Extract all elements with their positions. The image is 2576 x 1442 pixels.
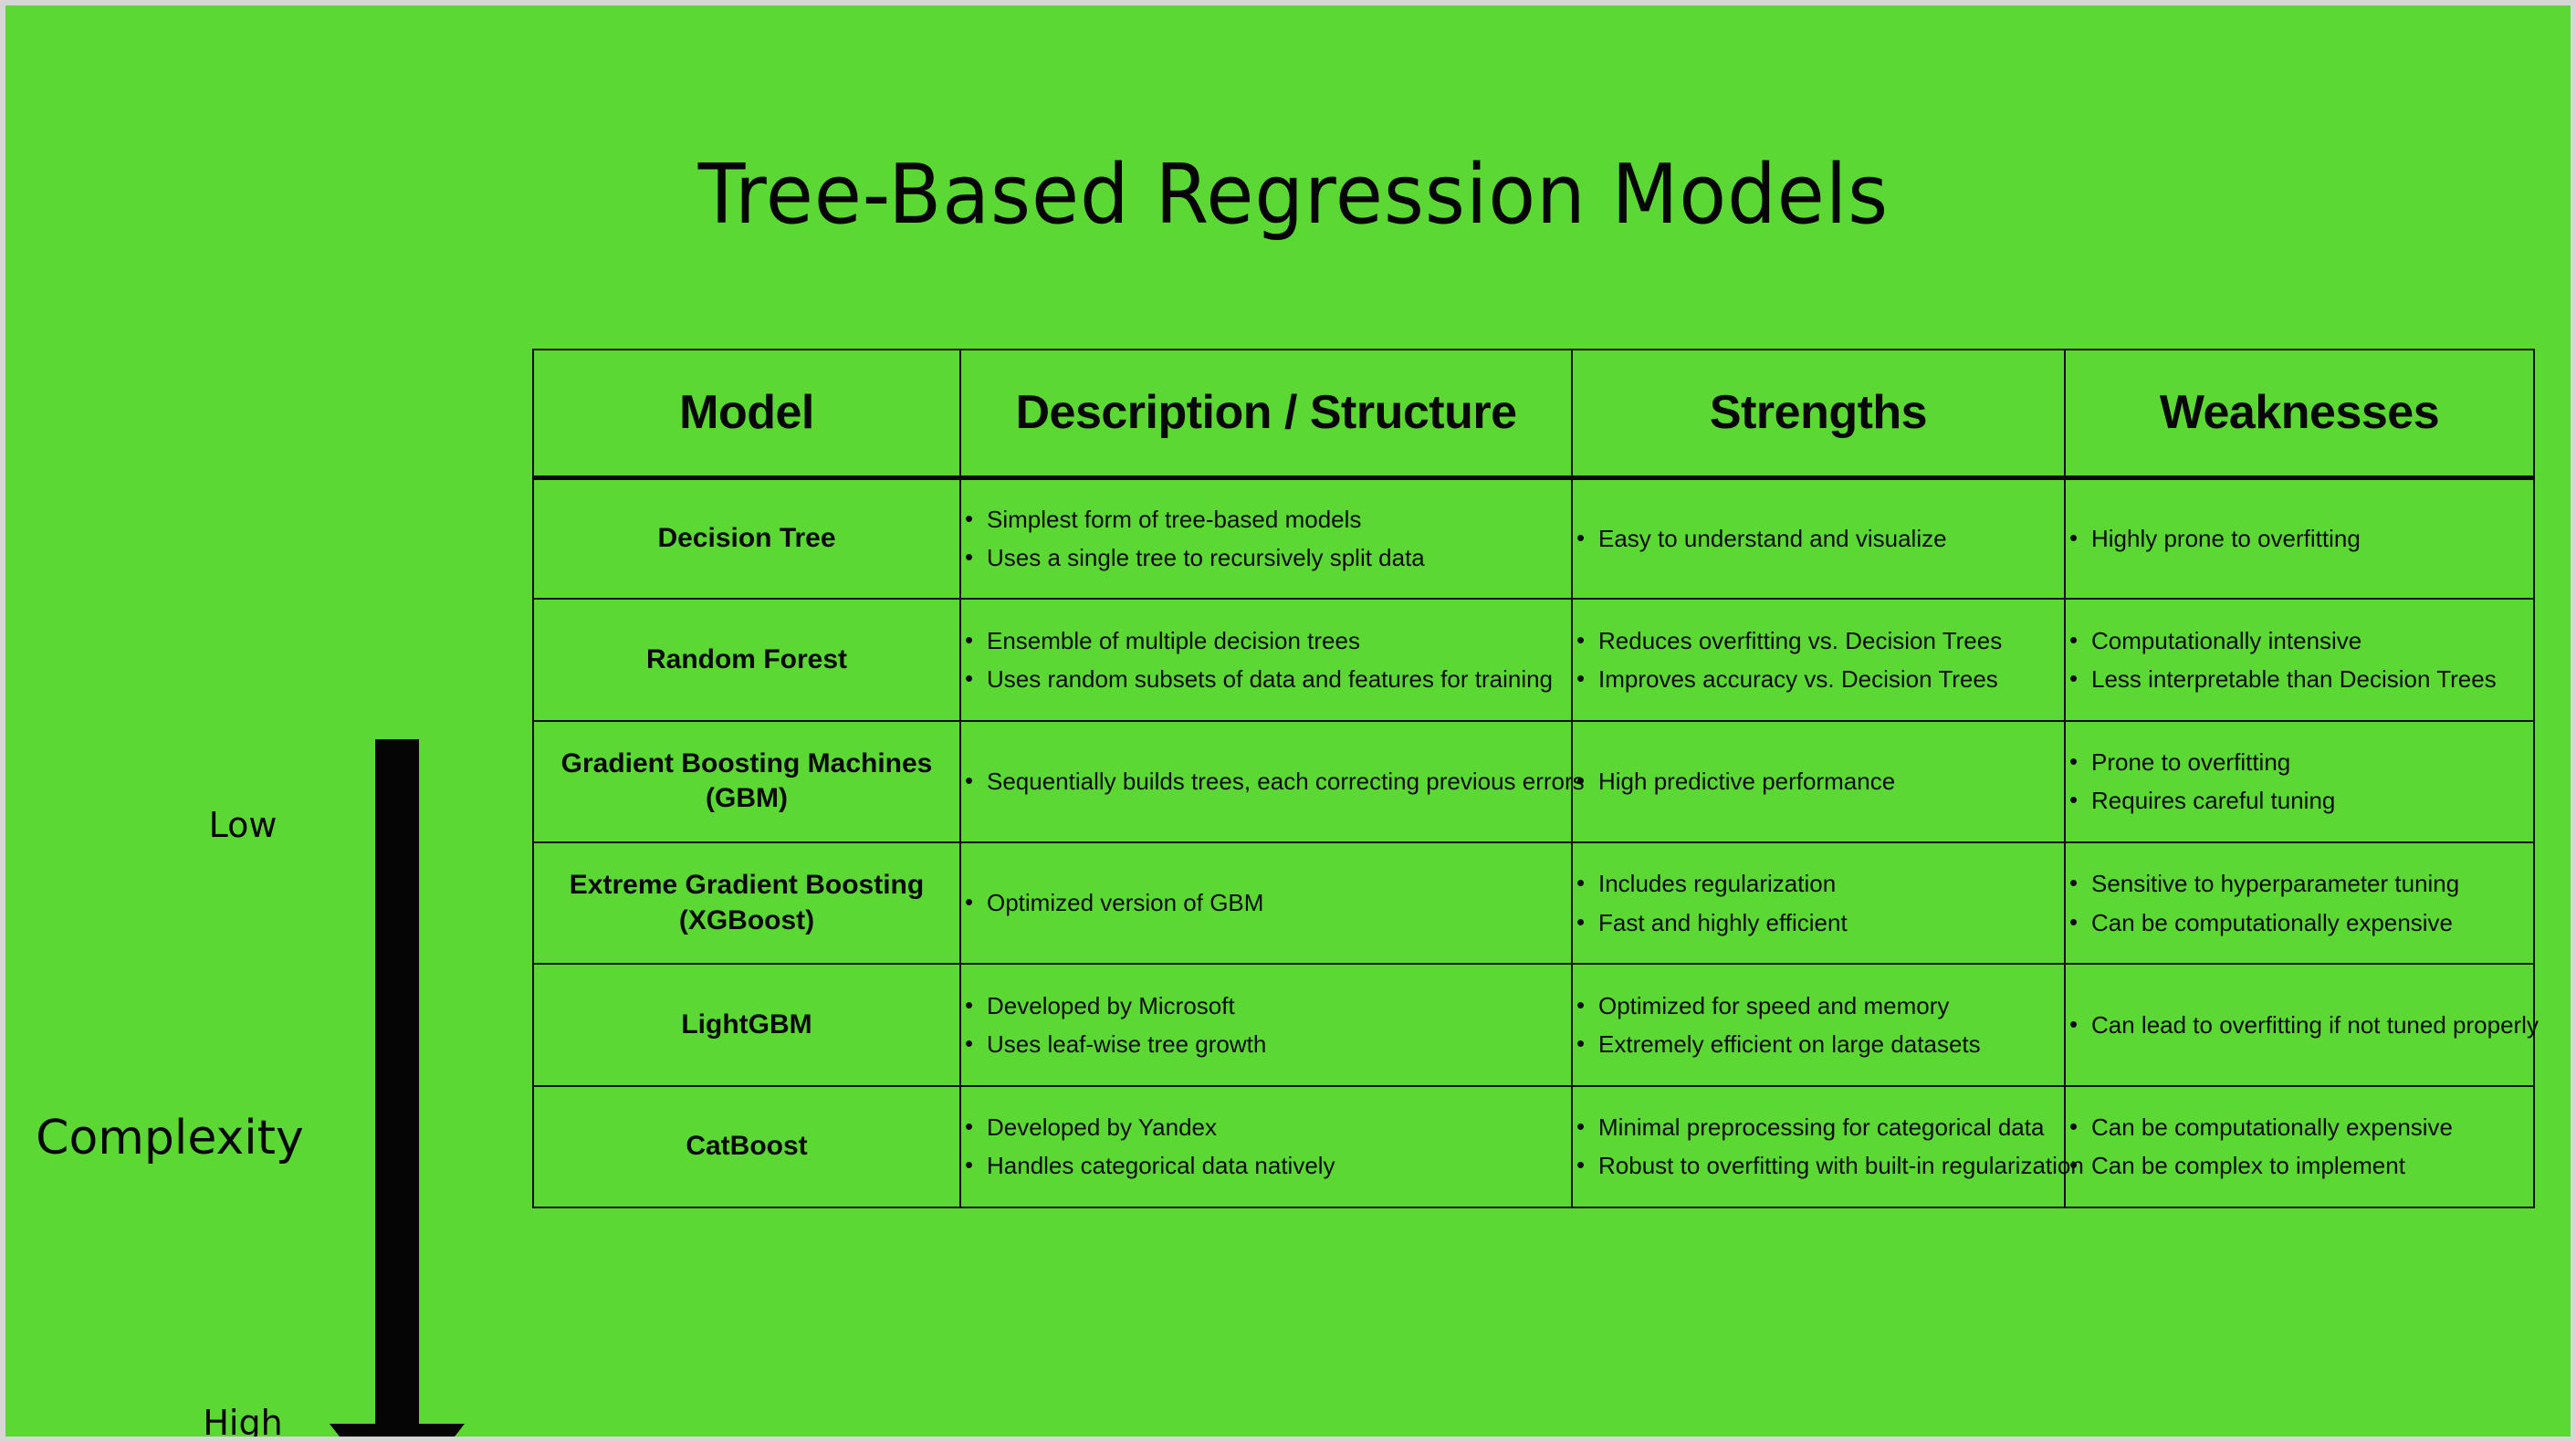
list-item: Can be computationally expensive — [2066, 903, 2533, 942]
list-item: Robust to overfitting with built-in regu… — [1573, 1145, 2084, 1185]
cell-model: CatBoost — [532, 1084, 961, 1209]
cell-model: LightGBM — [532, 963, 961, 1087]
models-table-wrapper: Model Description / Structure Strengths … — [532, 349, 2539, 1209]
list-item: Extremely efficient on large datasets — [1573, 1024, 2064, 1063]
cell-description: Optimized version of GBM — [959, 841, 1573, 966]
list-item: Less interpretable than Decision Trees — [2066, 659, 2533, 698]
description-list: Simplest form of tree-based modelsUses a… — [961, 499, 1571, 578]
weaknesses-list: Highly prone to overfitting — [2066, 518, 2533, 558]
weaknesses-list: Computationally intensiveLess interpreta… — [2066, 621, 2533, 699]
strengths-list: Easy to understand and visualize — [1573, 518, 2064, 558]
page-title: Tree-Based Regression Models — [697, 147, 1890, 243]
table-header: Model Description / Structure Strengths … — [532, 349, 2535, 480]
cell-description: Developed by MicrosoftUses leaf-wise tre… — [959, 963, 1573, 1087]
table-row: Decision TreeSimplest form of tree-based… — [532, 475, 2535, 601]
list-item: Uses leaf-wise tree growth — [961, 1024, 1571, 1063]
list-item: Sequentially builds trees, each correcti… — [961, 761, 1585, 800]
models-table: Model Description / Structure Strengths … — [532, 349, 2539, 1209]
list-item: Optimized for speed and memory — [1573, 986, 2064, 1025]
cell-weaknesses: Prone to overfittingRequires careful tun… — [2064, 719, 2535, 843]
cell-description: Ensemble of multiple decision treesUses … — [959, 598, 1573, 722]
cell-strengths: Includes regularizationFast and highly e… — [1571, 841, 2066, 966]
weaknesses-list: Can be computationally expensiveCan be c… — [2066, 1107, 2533, 1186]
list-item: Improves accuracy vs. Decision Trees — [1573, 659, 2064, 698]
list-item: Easy to understand and visualize — [1573, 518, 2064, 558]
cell-description: Simplest form of tree-based modelsUses a… — [959, 475, 1573, 601]
list-item: Handles categorical data natively — [961, 1145, 1571, 1185]
list-item: Uses a single tree to recursively split … — [961, 538, 1571, 577]
list-item: Can lead to overfitting if not tuned pro… — [2066, 1005, 2539, 1044]
list-item: Minimal preprocessing for categorical da… — [1573, 1107, 2064, 1146]
list-item: Computationally intensive — [2066, 621, 2533, 660]
table-row: Random ForestEnsemble of multiple decisi… — [532, 598, 2535, 722]
axis-label-low: Low — [208, 805, 277, 845]
cell-weaknesses: Sensitive to hyperparameter tuningCan be… — [2064, 841, 2535, 966]
table-body: Decision TreeSimplest form of tree-based… — [532, 475, 2539, 1209]
weaknesses-list: Prone to overfittingRequires careful tun… — [2066, 742, 2533, 820]
cell-weaknesses: Computationally intensiveLess interpreta… — [2064, 598, 2535, 722]
list-item: Developed by Yandex — [961, 1107, 1571, 1146]
list-item: Fast and highly efficient — [1573, 903, 2064, 942]
axis-label-high: High — [203, 1403, 283, 1442]
list-item: Sensitive to hyperparameter tuning — [2066, 863, 2533, 903]
table-header-row: Model Description / Structure Strengths … — [532, 349, 2535, 480]
cell-strengths: High predictive performance — [1571, 719, 2066, 843]
list-item: Uses random subsets of data and features… — [961, 659, 1571, 698]
list-item: Prone to overfitting — [2066, 742, 2533, 781]
list-item: Can be computationally expensive — [2066, 1107, 2533, 1146]
list-item: Developed by Microsoft — [961, 986, 1571, 1025]
column-header-description: Description / Structure — [959, 349, 1573, 480]
cell-weaknesses: Highly prone to overfitting — [2064, 475, 2535, 601]
list-item: Highly prone to overfitting — [2066, 518, 2533, 558]
cell-description: Developed by YandexHandles categorical d… — [959, 1084, 1573, 1209]
table-row: LightGBMDeveloped by MicrosoftUses leaf-… — [532, 963, 2539, 1087]
complexity-axis: Low Complexity High — [5, 349, 532, 1437]
list-item: Ensemble of multiple decision trees — [961, 621, 1571, 660]
list-item: Reduces overfitting vs. Decision Trees — [1573, 621, 2064, 660]
list-item: Requires careful tuning — [2066, 780, 2533, 820]
list-item: Optimized version of GBM — [961, 883, 1571, 922]
cell-model: Extreme Gradient Boosting (XGBoost) — [532, 841, 961, 966]
strengths-list: High predictive performance — [1573, 761, 2064, 800]
axis-label-complexity: Complexity — [36, 1111, 304, 1165]
column-header-model: Model — [532, 349, 961, 480]
list-item: Can be complex to implement — [2066, 1145, 2533, 1185]
table-row: Gradient Boosting Machines (GBM)Sequenti… — [532, 719, 2535, 843]
strengths-list: Reduces overfitting vs. Decision TreesIm… — [1573, 621, 2064, 699]
down-arrow-icon — [330, 739, 465, 1437]
cell-weaknesses: Can be computationally expensiveCan be c… — [2064, 1084, 2535, 1209]
table-row: Extreme Gradient Boosting (XGBoost)Optim… — [532, 841, 2535, 966]
cell-model: Decision Tree — [532, 475, 961, 601]
cell-strengths: Easy to understand and visualize — [1571, 475, 2066, 601]
description-list: Developed by YandexHandles categorical d… — [961, 1107, 1571, 1186]
description-list: Developed by MicrosoftUses leaf-wise tre… — [961, 986, 1571, 1064]
column-header-weaknesses: Weaknesses — [2064, 349, 2535, 480]
list-item: Includes regularization — [1573, 863, 2064, 903]
table-row: CatBoostDeveloped by YandexHandles categ… — [532, 1084, 2535, 1209]
cell-strengths: Reduces overfitting vs. Decision TreesIm… — [1571, 598, 2066, 722]
cell-weaknesses: Can lead to overfitting if not tuned pro… — [2064, 963, 2539, 1087]
strengths-list: Minimal preprocessing for categorical da… — [1573, 1107, 2084, 1186]
description-list: Sequentially builds trees, each correcti… — [961, 761, 1585, 800]
weaknesses-list: Can lead to overfitting if not tuned pro… — [2066, 1005, 2539, 1044]
cell-model: Random Forest — [532, 598, 961, 722]
list-item: Simplest form of tree-based models — [961, 499, 1571, 538]
cell-model: Gradient Boosting Machines (GBM) — [532, 719, 961, 843]
strengths-list: Includes regularizationFast and highly e… — [1573, 863, 2064, 942]
description-list: Ensemble of multiple decision treesUses … — [961, 621, 1571, 699]
description-list: Optimized version of GBM — [961, 883, 1571, 922]
weaknesses-list: Sensitive to hyperparameter tuningCan be… — [2066, 863, 2533, 942]
cell-description: Sequentially builds trees, each correcti… — [959, 719, 1585, 843]
strengths-list: Optimized for speed and memoryExtremely … — [1573, 986, 2064, 1064]
cell-strengths: Optimized for speed and memoryExtremely … — [1571, 963, 2066, 1087]
list-item: High predictive performance — [1573, 761, 2064, 800]
cell-strengths: Minimal preprocessing for categorical da… — [1571, 1084, 2084, 1209]
column-header-strengths: Strengths — [1571, 349, 2066, 480]
